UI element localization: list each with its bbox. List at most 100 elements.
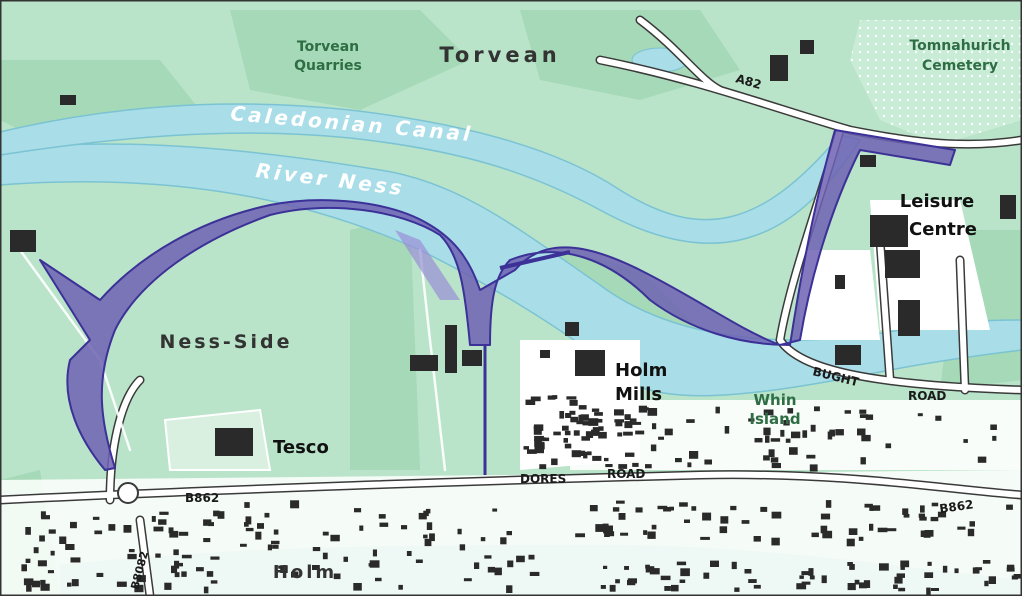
- house-block: [614, 409, 624, 416]
- house-block: [860, 457, 866, 465]
- house-block: [811, 532, 819, 538]
- house-block: [618, 464, 628, 469]
- house-block: [920, 530, 930, 537]
- house-block: [744, 569, 752, 574]
- house-block: [731, 561, 737, 570]
- house-block: [353, 583, 362, 591]
- house-block: [871, 505, 881, 511]
- house-block: [181, 554, 192, 559]
- house-block: [770, 438, 781, 442]
- house-block: [625, 452, 635, 457]
- house-block: [893, 584, 898, 589]
- house-block: [203, 586, 209, 594]
- house-block: [33, 547, 39, 554]
- house-block: [406, 551, 412, 556]
- house-block: [240, 543, 247, 547]
- house-block: [859, 582, 867, 589]
- house-block: [523, 446, 529, 450]
- label-holm-mills-2: Mills: [615, 384, 662, 405]
- house-block: [957, 526, 966, 530]
- house-block: [660, 575, 671, 581]
- house-block: [615, 579, 620, 584]
- house-block: [158, 519, 167, 525]
- house-block: [629, 418, 637, 422]
- label-leisure-centre-1: Leisure: [900, 191, 974, 212]
- house-block: [426, 522, 433, 530]
- house-block: [589, 505, 598, 512]
- house-block: [25, 527, 31, 535]
- scheme-light-band: [395, 230, 460, 300]
- house-block: [799, 575, 804, 579]
- house-block: [108, 524, 116, 531]
- house-block: [178, 531, 189, 536]
- house-block: [720, 516, 729, 524]
- house-block: [507, 560, 514, 568]
- house-block: [647, 408, 658, 416]
- house-block: [203, 538, 211, 543]
- house-block: [484, 555, 492, 559]
- house-block: [578, 405, 587, 410]
- house-block: [415, 559, 423, 563]
- house-block: [423, 534, 428, 539]
- house-block: [506, 531, 512, 536]
- house-block: [664, 586, 671, 591]
- house-block: [47, 570, 54, 574]
- house-block: [609, 584, 616, 592]
- house-block: [578, 450, 586, 456]
- house-block: [280, 565, 288, 573]
- house-block: [494, 567, 502, 576]
- house-block: [171, 565, 178, 574]
- house-block: [541, 437, 550, 442]
- house-block: [627, 580, 636, 586]
- house-block: [643, 530, 648, 535]
- house-block: [354, 508, 362, 513]
- house-block: [679, 502, 688, 507]
- house-block: [96, 572, 104, 577]
- house-block: [585, 431, 594, 438]
- road-label-dores-road: ROAD: [607, 467, 645, 481]
- house-block: [588, 418, 599, 426]
- house-block: [600, 585, 606, 589]
- house-block: [741, 520, 750, 524]
- house-block: [457, 528, 462, 535]
- road-label-dores: DORES: [520, 472, 566, 486]
- house-block: [562, 425, 569, 431]
- house-block: [213, 510, 220, 517]
- house-block: [578, 414, 584, 423]
- house-block: [605, 464, 613, 468]
- house-block: [649, 568, 660, 575]
- house-block: [196, 567, 204, 572]
- house-block: [926, 587, 931, 595]
- house-block: [796, 583, 807, 590]
- house-block: [379, 522, 389, 527]
- house-block: [652, 423, 657, 430]
- house-block: [787, 408, 794, 414]
- house-block: [564, 443, 572, 449]
- house-block: [480, 537, 486, 542]
- house-block: [25, 558, 31, 563]
- house-block: [333, 573, 341, 580]
- house-block: [592, 455, 602, 461]
- house-block: [809, 575, 815, 580]
- house-block: [312, 565, 320, 570]
- house-block: [529, 571, 540, 576]
- house-block: [206, 571, 214, 577]
- house-block: [780, 429, 785, 437]
- house-block: [151, 516, 156, 522]
- house-block: [900, 562, 905, 570]
- house-block: [700, 536, 710, 540]
- house-block: [689, 451, 699, 459]
- house-block: [753, 584, 761, 589]
- house-block: [264, 512, 270, 518]
- house-block: [676, 561, 687, 566]
- house-block: [1006, 567, 1015, 572]
- house-block: [825, 500, 832, 508]
- house-block: [885, 443, 892, 449]
- house-block: [591, 429, 597, 435]
- house-block: [134, 584, 144, 593]
- house-block: [255, 531, 262, 540]
- label-tesco: Tesco: [273, 437, 329, 458]
- house-block: [631, 421, 642, 425]
